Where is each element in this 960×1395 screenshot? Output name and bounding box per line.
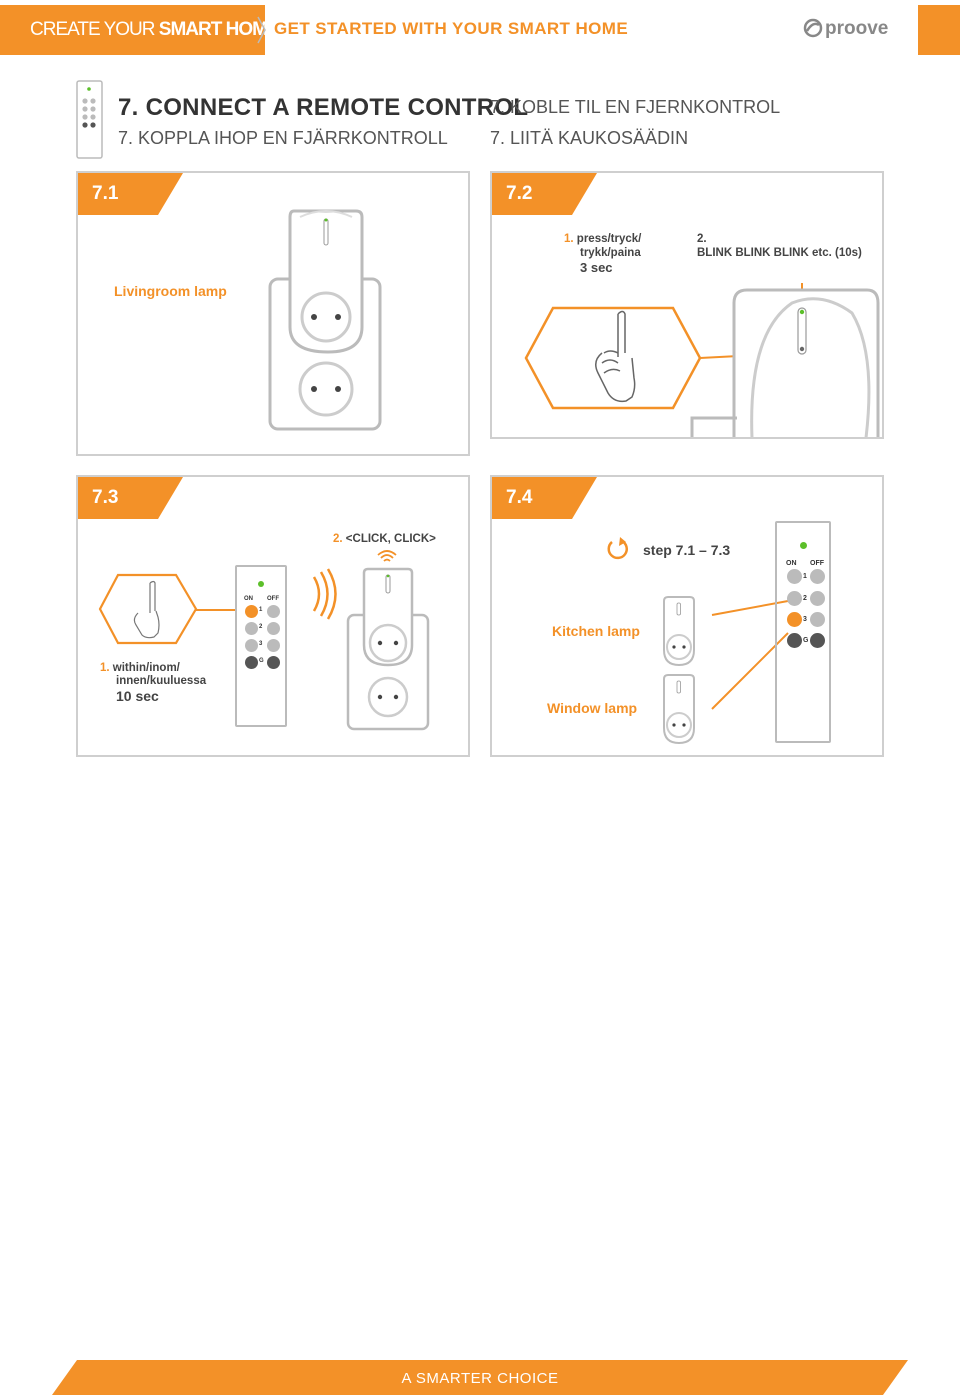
- step-7-2-number: 7.2: [492, 173, 572, 215]
- remote-on-1-button[interactable]: [245, 605, 258, 618]
- step-7-4-number: 7.4: [492, 477, 572, 519]
- kitchen-plug-icon: [663, 596, 695, 667]
- remote-large-row-2-label: 2: [803, 595, 807, 602]
- window-plug-icon: [663, 674, 695, 745]
- footer-tagline: A SMARTER CHOICE: [401, 1370, 559, 1387]
- click-step-number: 2.: [333, 533, 343, 545]
- within-step-number: 1.: [100, 662, 110, 674]
- section-title-en: 7. CONNECT A REMOTE CONTROL: [118, 94, 529, 121]
- brand-name: proove: [825, 18, 889, 39]
- step-7-1-number: 7.1: [78, 173, 158, 215]
- press-button-hand-icon: [98, 573, 198, 645]
- header-subtitle: GET STARTED WITH YOUR SMART HOME: [274, 19, 629, 38]
- remote-large-off-2-button[interactable]: [810, 591, 825, 606]
- remote-on-label: ON: [244, 596, 253, 602]
- section-title-fi: 7. LIITÄ KAUKOSÄÄDIN: [490, 128, 689, 148]
- remote-off-2-button[interactable]: [267, 622, 280, 635]
- remote-large-on-g-button[interactable]: [787, 633, 802, 648]
- remote-large-on-2-button[interactable]: [787, 591, 802, 606]
- press-learn-button-illustration: [524, 283, 880, 437]
- remote-large-row-g-label: G: [803, 637, 809, 644]
- blink-text: BLINK BLINK BLINK etc. (10s): [697, 247, 862, 259]
- within-text-b: innen/kuuluessa: [116, 675, 207, 687]
- press-step-number: 1.: [564, 233, 574, 245]
- signal-waves-icon: [312, 568, 337, 620]
- remote-on-2-button[interactable]: [245, 622, 258, 635]
- click-text: <CLICK, CLICK>: [345, 533, 436, 545]
- step-7-2-panel: 7.2 1. press/tryck/ trykk/paina 3 sec 2.…: [490, 171, 884, 439]
- remote-row-1-label: 1: [259, 607, 263, 613]
- remote-large-on-3-button[interactable]: [787, 612, 802, 627]
- remote-large-led: [800, 542, 807, 549]
- remote-row-2-label: 2: [259, 624, 263, 630]
- wall-socket-with-plug-illustration: [268, 209, 382, 431]
- livingroom-lamp-label: Livingroom lamp: [114, 283, 227, 299]
- section-title-no: 7. KOBLE TIL EN FJERNKONTROL: [490, 97, 781, 117]
- remote-large-off-label: OFF: [810, 560, 824, 567]
- header-tab: [0, 5, 265, 55]
- remote-off-3-button[interactable]: [267, 639, 280, 652]
- remote-large-on-1-button[interactable]: [787, 569, 802, 584]
- section-title-se: 7. KOPPLA IHOP EN FJÄRRKONTROLL: [118, 128, 448, 148]
- remote-off-label: OFF: [267, 596, 279, 602]
- remote-large-off-3-button[interactable]: [810, 612, 825, 627]
- step-7-3-panel: 7.3 1. within/inom/ innen/kuuluessa 10 s…: [76, 475, 470, 757]
- header-title-bold: SMART HOME: [158, 19, 280, 40]
- proove-logo-icon: [803, 18, 823, 38]
- wall-socket-with-plug-small-illustration: [346, 567, 430, 731]
- within-text-a: within/inom/: [112, 662, 180, 674]
- header-corner: [918, 5, 960, 55]
- header-title: CREATE YOUR SMART HOME: [30, 19, 280, 40]
- wifi-click-icon: [377, 550, 397, 562]
- repeat-steps-text: step 7.1 – 7.3: [643, 542, 731, 558]
- remote-large-row-3-label: 3: [803, 616, 807, 623]
- remote-control-icon: [76, 80, 103, 159]
- press-duration: 3 sec: [580, 260, 613, 275]
- remote-large-on-label: ON: [786, 560, 797, 567]
- step-7-4-panel: 7.4 step 7.1 – 7.3 Kitchen lamp Window l…: [490, 475, 884, 757]
- footer-bar: [52, 1360, 908, 1395]
- remote-control-large: ON OFF 1 2 3 G: [775, 521, 831, 743]
- step-7-3-number: 7.3: [78, 477, 158, 519]
- remote-row-g-label: G: [259, 658, 264, 664]
- within-duration: 10 sec: [116, 688, 159, 704]
- repeat-icon: [607, 537, 628, 560]
- remote-large-off-1-button[interactable]: [810, 569, 825, 584]
- brand-logo: proove: [803, 18, 888, 40]
- chevron-right-icon: [257, 16, 266, 44]
- press-text-b: trykk/paina: [580, 247, 641, 259]
- remote-off-1-button[interactable]: [267, 605, 280, 618]
- remote-on-3-button[interactable]: [245, 639, 258, 652]
- press-text-a: press/tryck/: [576, 233, 642, 245]
- remote-led: [258, 581, 264, 587]
- remote-large-off-g-button[interactable]: [810, 633, 825, 648]
- kitchen-lamp-label: Kitchen lamp: [552, 623, 640, 639]
- remote-large-row-1-label: 1: [803, 573, 807, 580]
- blink-step-number: 2.: [697, 233, 707, 245]
- remote-off-g-button[interactable]: [267, 656, 280, 669]
- step-7-1-panel: 7.1 Livingroom lamp: [76, 171, 470, 456]
- window-lamp-label: Window lamp: [547, 700, 638, 716]
- remote-row-3-label: 3: [259, 641, 263, 647]
- remote-on-g-button[interactable]: [245, 656, 258, 669]
- remote-control: ON OFF 1 2 3 G: [235, 565, 287, 727]
